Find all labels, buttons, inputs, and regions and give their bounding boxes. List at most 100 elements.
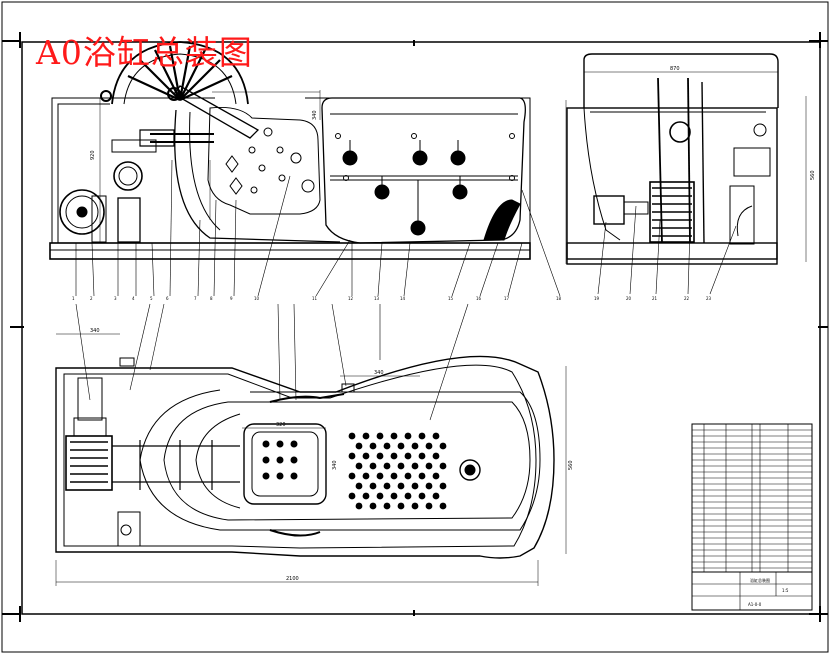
jet-dot (362, 432, 370, 440)
jet-dot (369, 442, 377, 450)
jet-dot (369, 462, 377, 470)
svg-text:18: 18 (556, 296, 562, 301)
jet-dot (418, 492, 426, 500)
jet-dot (439, 462, 447, 470)
svg-text:12: 12 (348, 296, 354, 301)
jet-dot (425, 442, 433, 450)
jet-dot (348, 452, 356, 460)
dim-headrest-w: 320 (276, 422, 286, 428)
jet-dot (418, 472, 426, 480)
jet-dot (362, 492, 370, 500)
svg-text:17: 17 (504, 296, 510, 301)
drawing-scale: 1:5 (782, 588, 789, 593)
jet-dot (432, 472, 440, 480)
top-jet-grid (348, 432, 447, 510)
drawing-name: 浴缸总装图 (750, 577, 770, 583)
title-block (691, 423, 813, 611)
jet-dot (432, 492, 440, 500)
svg-text:22: 22 (684, 296, 690, 301)
svg-text:14: 14 (400, 296, 406, 301)
jet-dot (411, 482, 419, 490)
jet-dot (439, 442, 447, 450)
jet-dot (390, 492, 398, 500)
dim-top-total: 2100 (286, 576, 299, 582)
jet-dot (348, 432, 356, 440)
jet-dot (383, 502, 391, 510)
jet-dot (369, 502, 377, 510)
jet-dot (411, 462, 419, 470)
jet-dot (425, 482, 433, 490)
svg-text:5: 5 (150, 296, 153, 301)
svg-text:16: 16 (476, 296, 482, 301)
jet-dot (376, 472, 384, 480)
jet-dot (383, 442, 391, 450)
centering-marks (2, 32, 828, 622)
jet-dot (432, 432, 440, 440)
jet-dot (439, 482, 447, 490)
side-view (565, 53, 807, 295)
jet-dot (355, 462, 363, 470)
svg-text:10: 10 (254, 296, 260, 301)
jet-dot (369, 482, 377, 490)
svg-text:13: 13 (374, 296, 380, 301)
inner-frame (21, 41, 821, 615)
jet-dot (355, 502, 363, 510)
jet-dot (418, 432, 426, 440)
svg-text:7: 7 (194, 296, 197, 301)
svg-text:1: 1 (72, 296, 75, 301)
title-block-texts: 浴缸总装图 1:5 A1-0-0 (748, 577, 789, 607)
front-view (49, 41, 561, 297)
jet-dot (390, 432, 398, 440)
dimension-texts: 870 920 560 340 2100 340 340 320 340 560 (90, 66, 816, 582)
jet-dot (425, 502, 433, 510)
svg-text:19: 19 (594, 296, 600, 301)
svg-text:8: 8 (210, 296, 213, 301)
svg-text:4: 4 (132, 296, 135, 301)
svg-text:6: 6 (166, 296, 169, 301)
jet-dot (376, 492, 384, 500)
jet-dot (390, 452, 398, 460)
svg-text:3: 3 (114, 296, 117, 301)
jet-dot (432, 452, 440, 460)
dim-top-right: 560 (568, 460, 574, 470)
svg-text:23: 23 (706, 296, 712, 301)
dim-top-mid: 340 (374, 370, 384, 376)
dim-front-width: 870 (670, 66, 680, 72)
jet-dot (411, 502, 419, 510)
jet-dot (383, 482, 391, 490)
dim-front-left-height: 920 (90, 150, 96, 160)
svg-text:2: 2 (90, 296, 93, 301)
svg-text:9: 9 (230, 296, 233, 301)
jet-dot (397, 462, 405, 470)
jet-dot (411, 442, 419, 450)
jet-dot (355, 482, 363, 490)
jet-dot (425, 462, 433, 470)
jet-dot (348, 492, 356, 500)
jet-dot (397, 502, 405, 510)
jet-dot (397, 442, 405, 450)
sheet-number: A1-0-0 (748, 602, 762, 607)
jet-dot (362, 472, 370, 480)
dim-side-height: 560 (810, 170, 816, 180)
svg-text:15: 15 (448, 296, 454, 301)
jet-dot (404, 472, 412, 480)
jet-dot (404, 432, 412, 440)
jet-dot (355, 442, 363, 450)
jet-dot (390, 472, 398, 480)
jet-dot (397, 482, 405, 490)
jet-dot (383, 462, 391, 470)
jet-dot (404, 492, 412, 500)
svg-text:11: 11 (312, 296, 318, 301)
jet-dot (418, 452, 426, 460)
jet-dot (404, 452, 412, 460)
jet-dot (362, 452, 370, 460)
dim-top-left: 340 (90, 328, 100, 334)
jet-dot (376, 432, 384, 440)
jet-dot (348, 472, 356, 480)
drawing-title: A0浴缸总装图 (36, 33, 253, 72)
jet-dot (376, 452, 384, 460)
jet-dot (439, 502, 447, 510)
svg-text:20: 20 (626, 296, 632, 301)
